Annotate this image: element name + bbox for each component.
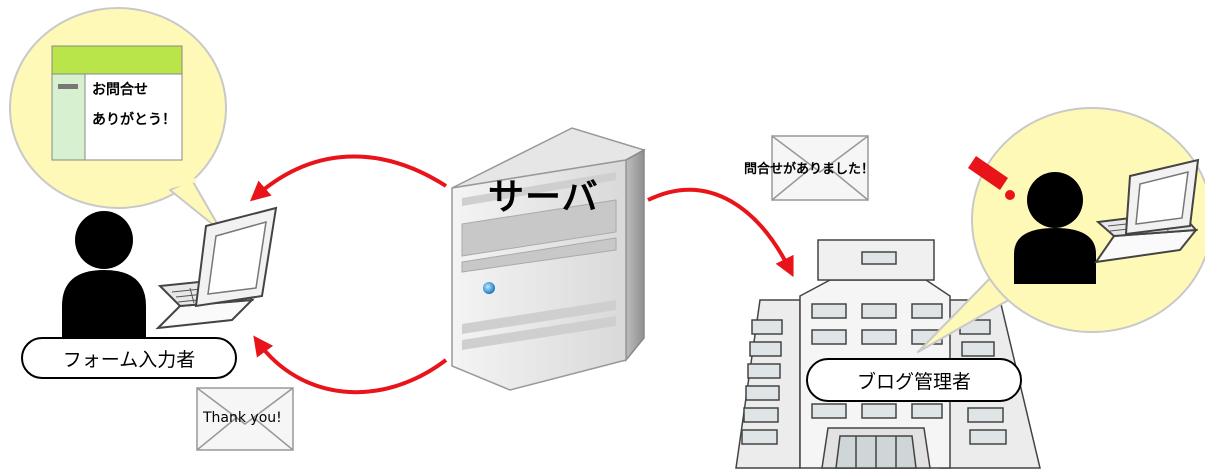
blog-admin-person-icon (1014, 172, 1096, 284)
form-user-person-icon (62, 211, 146, 340)
form-user-label: フォーム入力者 (21, 337, 237, 379)
bubble-text-line1: お問合せ (92, 82, 148, 98)
bubble-text-line2: ありがとう！ (92, 112, 176, 128)
thank-you-envelope-icon (196, 387, 294, 451)
notify-arrow (647, 187, 794, 278)
thank-you-envelope-text: Thank you! (203, 410, 282, 426)
server-label: サーバ (488, 177, 599, 218)
notice-envelope-icon (771, 135, 869, 201)
response-arrow-top (249, 154, 448, 202)
server-icon (451, 127, 646, 391)
blog-admin-laptop-icon (1093, 158, 1200, 264)
response-arrow-bottom (253, 335, 448, 395)
blog-admin-label: ブログ管理者 (806, 358, 1022, 402)
exclamation-icon (968, 156, 1015, 200)
notice-envelope-text: 問合せがありました！ (744, 162, 875, 177)
form-user-laptop-icon (155, 206, 278, 330)
thanks-page-thumbnail (51, 45, 183, 161)
